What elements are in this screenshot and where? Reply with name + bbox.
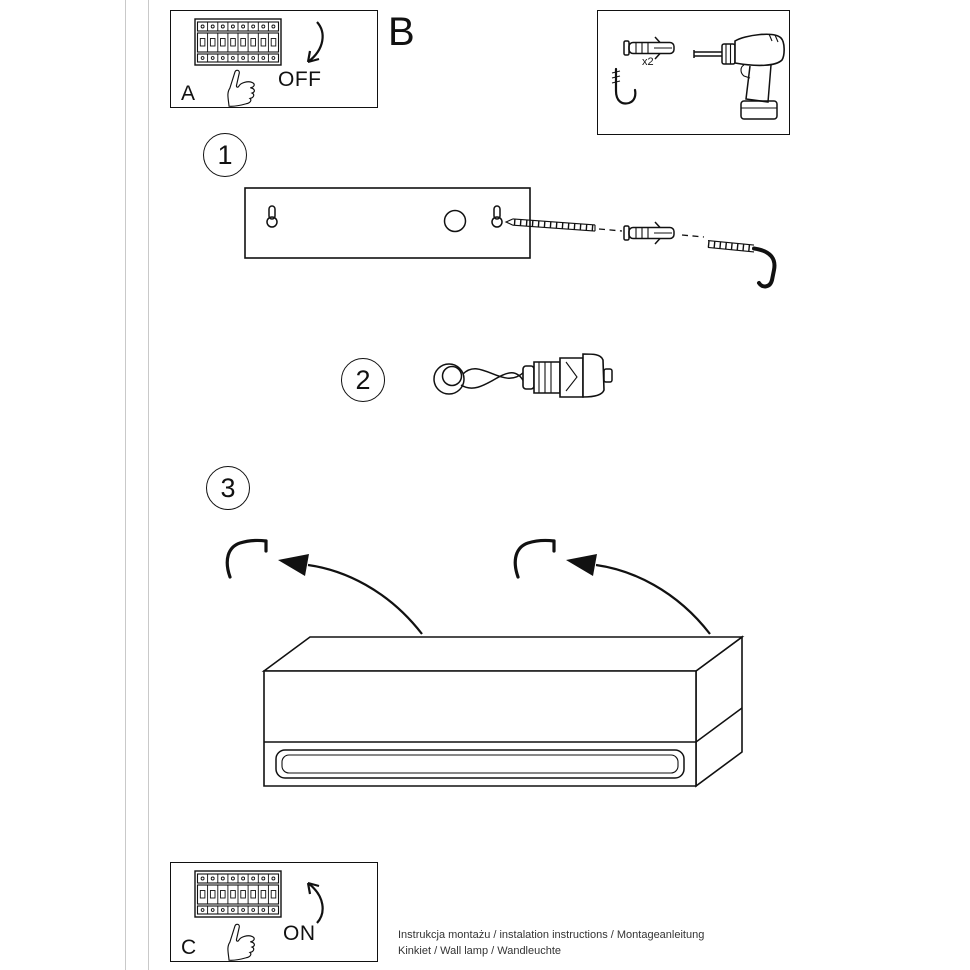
step-3-number: 3	[206, 466, 250, 510]
drill-icon	[693, 33, 785, 120]
hand-icon	[227, 923, 255, 961]
wall-hook-drawing	[707, 240, 777, 289]
screw-drawing	[504, 218, 596, 232]
page-fold-line	[125, 0, 126, 970]
step-1-number: 1	[203, 133, 247, 177]
step-2-drawing	[433, 353, 613, 398]
power-off-panel: OFF A	[170, 10, 378, 108]
off-label: OFF	[278, 68, 322, 91]
assembly-dash-line	[598, 228, 623, 232]
power-on-panel: ON C	[170, 862, 378, 962]
switch-off-arrow-icon	[306, 20, 324, 64]
hang-arrow-right	[566, 554, 711, 635]
footer-text: Instrukcja montażu / instalation instruc…	[398, 927, 704, 959]
wall-anchor-drawing	[623, 221, 675, 245]
hardware-panel: x2	[597, 10, 790, 135]
hang-arrow-left	[278, 554, 423, 635]
mounted-hook-icon	[225, 538, 268, 579]
wall-lamp-drawing	[261, 635, 745, 788]
footer-line-1: Instrukcja montażu / instalation instruc…	[398, 929, 705, 941]
hand-icon	[227, 69, 255, 107]
footer-line-2: Kinkiet / Wall lamp / Wandleuchte	[398, 945, 562, 957]
step-1-drawing	[244, 187, 777, 289]
breaker-on-illustration	[194, 870, 324, 961]
panel-c-label: C	[181, 936, 197, 959]
panel-b-label: B	[388, 10, 415, 54]
step-1-digit: 1	[217, 139, 233, 170]
breaker-panel-icon	[194, 870, 282, 918]
step-3-digit: 3	[220, 472, 236, 503]
mounted-hook-icon	[513, 538, 556, 579]
hardware-illustration	[611, 33, 785, 120]
anchor-quantity: x2	[642, 56, 654, 68]
page-fold-line	[148, 0, 149, 970]
hook-icon	[611, 67, 637, 105]
on-label: ON	[283, 922, 316, 945]
mounting-plate-drawing	[244, 187, 531, 259]
breaker-panel-icon	[194, 18, 282, 66]
step-2-number: 2	[341, 358, 385, 402]
socket-and-wires-drawing	[433, 353, 613, 398]
step-3-drawing	[225, 538, 745, 788]
switch-on-arrow-icon	[306, 881, 324, 925]
panel-a-label: A	[181, 82, 196, 105]
step-2-digit: 2	[355, 364, 371, 395]
assembly-dash-line	[681, 234, 705, 238]
breaker-off-illustration	[194, 18, 324, 107]
